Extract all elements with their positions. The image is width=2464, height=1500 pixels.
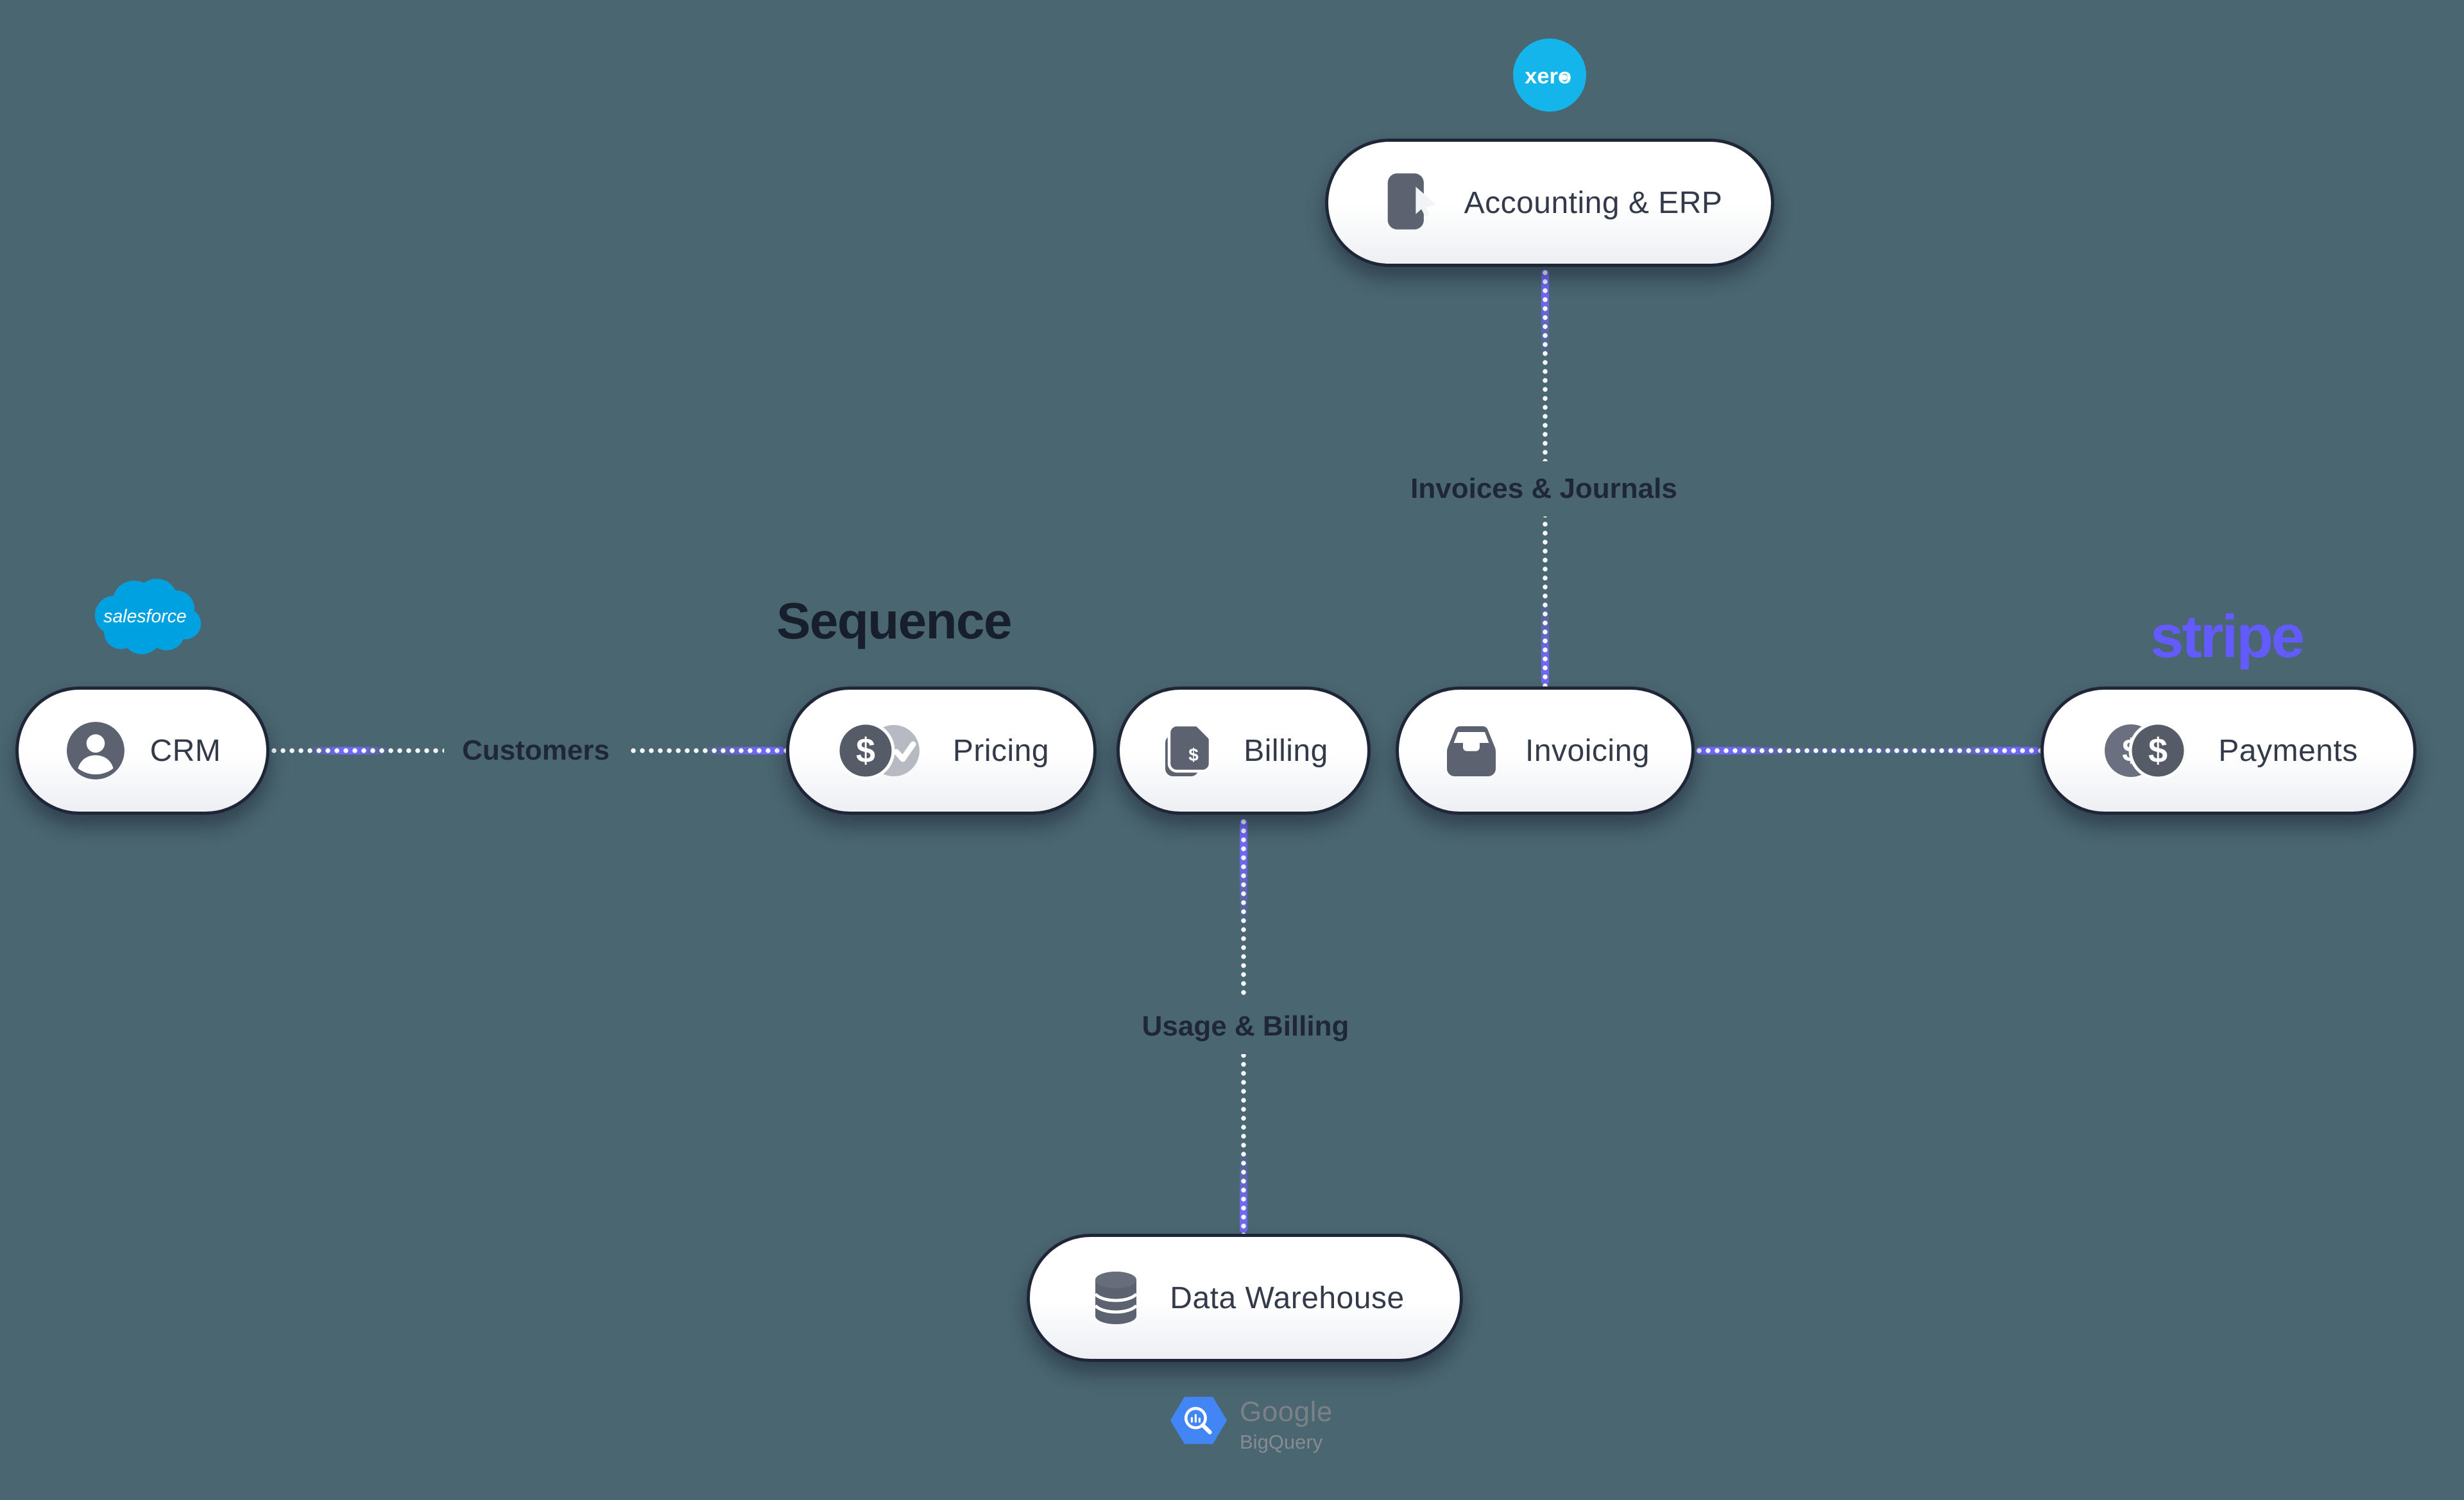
salesforce-wordmark: salesforce <box>103 606 186 627</box>
node-billing[interactable]: $ Billing <box>1116 686 1371 815</box>
node-label: Pricing <box>952 733 1050 768</box>
node-label: Payments <box>2218 733 2358 768</box>
google-bigquery-logo: Google BigQuery <box>1169 1391 1333 1454</box>
node-label: Invoicing <box>1525 733 1650 768</box>
xero-circle-icon: xero <box>1513 38 1586 112</box>
bigquery-wordmark: BigQuery <box>1240 1431 1323 1453</box>
svg-text:$: $ <box>2148 731 2168 770</box>
edge-label-invoices-journals: Invoices & Journals <box>1392 461 1695 516</box>
stripe-logo: stripe <box>2124 602 2329 671</box>
node-invoicing[interactable]: Invoicing <box>1396 686 1695 815</box>
xero-logo: xero <box>1513 38 1586 112</box>
svg-text:$: $ <box>1188 745 1199 765</box>
salesforce-cloud-icon: salesforce <box>94 579 201 654</box>
node-payments[interactable]: $ $ Payments <box>2041 686 2417 815</box>
dollar-tags-icon: $ <box>1159 720 1220 781</box>
inbox-tray-icon <box>1441 720 1502 781</box>
dollar-coins-icon: $ $ <box>2099 720 2195 781</box>
salesforce-logo: salesforce <box>82 575 208 666</box>
node-label: Data Warehouse <box>1170 1281 1405 1315</box>
node-data-warehouse[interactable]: Data Warehouse <box>1027 1234 1463 1362</box>
user-avatar-icon <box>64 719 127 782</box>
document-pointer-icon <box>1377 169 1441 236</box>
google-wordmark: Google <box>1240 1396 1333 1428</box>
connector-invoicing-payments <box>1695 746 2041 756</box>
node-label: Billing <box>1244 733 1328 768</box>
edge-label-usage-billing: Usage & Billing <box>1124 999 1367 1054</box>
svg-text:$: $ <box>856 731 875 770</box>
bigquery-hexagon-icon <box>1170 1397 1228 1444</box>
node-label: CRM <box>150 733 221 768</box>
stripe-wordmark: stripe <box>2150 602 2305 670</box>
database-icon <box>1085 1267 1147 1329</box>
dollar-coin-check-icon: $ <box>834 720 930 781</box>
node-label: Accounting & ERP <box>1464 185 1723 220</box>
node-pricing[interactable]: $ Pricing <box>786 686 1097 815</box>
sequence-title: Sequence <box>776 592 1012 649</box>
xero-o-dot-icon <box>1561 74 1568 81</box>
node-accounting-erp[interactable]: Accounting & ERP <box>1325 139 1774 267</box>
edge-label-customers: Customers <box>444 723 628 778</box>
node-crm[interactable]: CRM <box>15 686 270 815</box>
bigquery-text-block: Google BigQuery <box>1240 1391 1333 1454</box>
